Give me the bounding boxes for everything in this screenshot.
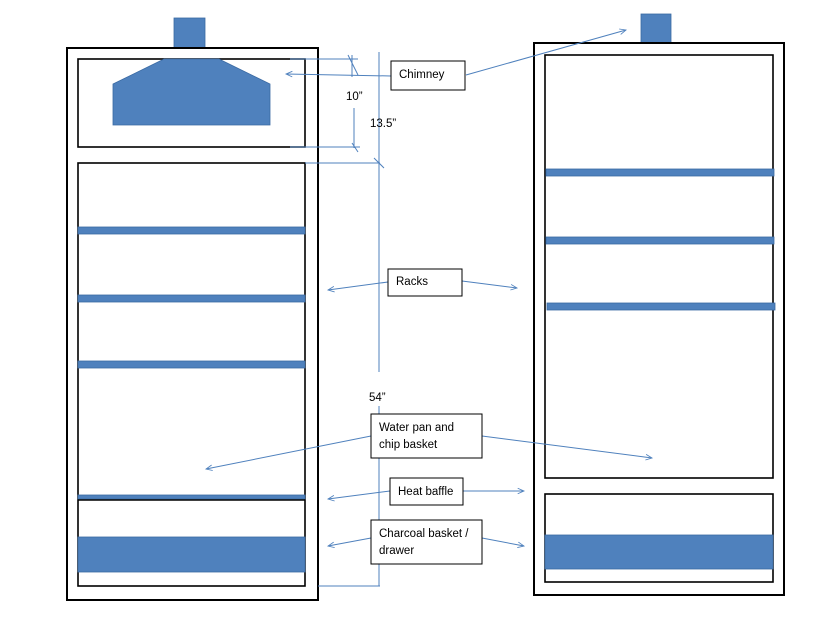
chimney-callout: Chimney <box>284 28 627 91</box>
right-smoker <box>533 13 785 596</box>
water-pan-label-line1: Water pan and <box>379 422 454 434</box>
racks-label-box <box>387 268 463 297</box>
water-pan-callout: Water pan and chip basket <box>204 413 654 471</box>
left-rack-1 <box>77 226 306 235</box>
racks-label: Racks <box>396 276 428 288</box>
charcoal-label-line1: Charcoal basket / <box>379 528 469 540</box>
heat-baffle-label: Heat baffle <box>398 486 453 498</box>
charcoal-label-box <box>370 519 483 565</box>
water-pan-label-line2: chip basket <box>379 439 438 451</box>
left-rack-2 <box>77 294 306 303</box>
right-charcoal-basket <box>544 534 774 570</box>
heat-baffle-callout: Heat baffle <box>326 477 526 506</box>
right-rack-1 <box>545 168 775 177</box>
dimension-54in: 54” <box>369 392 386 404</box>
left-chimney-stack <box>173 17 206 49</box>
right-chimney-stack <box>640 13 672 44</box>
racks-callout: Racks <box>326 268 519 297</box>
dimension-13-5in: 13.5” <box>370 118 396 130</box>
chimney-label: Chimney <box>399 69 445 81</box>
dimension-10in: 10” <box>346 91 363 103</box>
left-rack-3 <box>77 360 306 369</box>
charcoal-callout: Charcoal basket / drawer <box>326 519 526 565</box>
left-cooking-chamber <box>77 162 306 587</box>
right-cooking-chamber <box>544 54 774 479</box>
right-rack-3 <box>546 302 776 311</box>
charcoal-label-line2: drawer <box>379 545 414 557</box>
heat-baffle-label-box <box>389 477 464 506</box>
water-pan-label-box <box>370 413 483 459</box>
right-rack-2 <box>545 236 775 245</box>
left-smoker <box>66 17 319 601</box>
left-charcoal-basket <box>77 536 306 573</box>
chimney-label-box <box>390 60 466 91</box>
left-chimney-hood <box>112 58 271 126</box>
left-heat-baffle <box>77 494 306 500</box>
